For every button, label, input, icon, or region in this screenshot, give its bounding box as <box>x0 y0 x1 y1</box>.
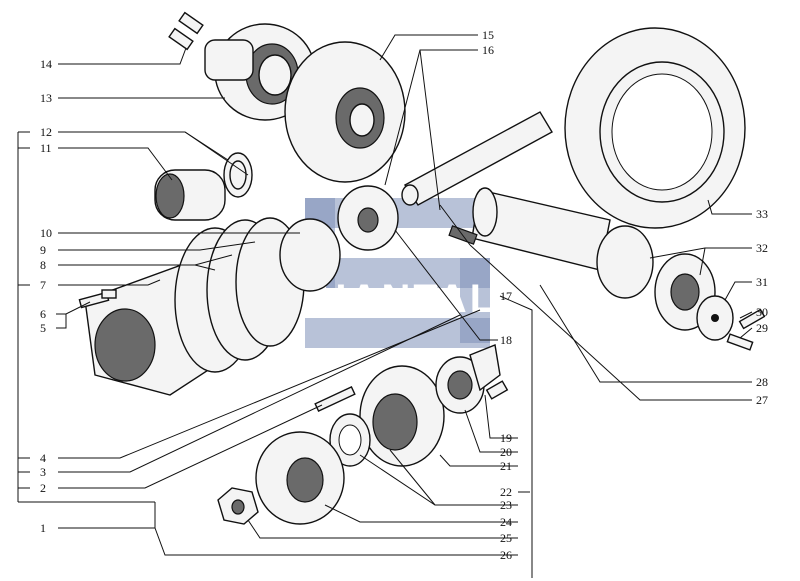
ring-part-23 <box>329 413 371 467</box>
watermark-logo: SHANTAL <box>288 198 494 348</box>
callout-7: 7 <box>40 278 46 292</box>
shaft-part-18 <box>401 111 553 206</box>
callout-15: 15 <box>482 28 494 42</box>
sleeve-part-11 <box>154 169 226 221</box>
ring-gear-part-33 <box>564 27 746 229</box>
flange-part-24 <box>255 431 345 525</box>
pinion-part-16 <box>337 185 399 251</box>
ring-part-12 <box>223 152 253 198</box>
callout-33: 33 <box>756 207 768 221</box>
callout-29: 29 <box>756 321 768 335</box>
callout-21: 21 <box>500 459 512 473</box>
leader-lines <box>17 34 753 578</box>
callout-12: 12 <box>40 125 52 139</box>
callout-2: 2 <box>40 481 46 495</box>
callout-5: 5 <box>40 321 46 335</box>
gear-part-10 <box>279 218 341 292</box>
callout-31: 31 <box>756 275 768 289</box>
callout-1: 1 <box>40 521 46 535</box>
callout-18: 18 <box>500 333 512 347</box>
fork-part-19 <box>469 344 509 400</box>
callout-13: 13 <box>40 91 52 105</box>
nut-part-25 <box>217 487 259 525</box>
washer-part-31 <box>696 295 734 341</box>
callout-labels: 14 13 12 11 10 9 8 7 6 5 4 3 2 1 15 16 1… <box>40 28 768 562</box>
callout-3: 3 <box>40 465 46 479</box>
callout-17: 17 <box>500 289 512 303</box>
callout-32: 32 <box>756 241 768 255</box>
callout-6: 6 <box>40 307 46 321</box>
callout-28: 28 <box>756 375 768 389</box>
bolts-part-29-30 <box>726 308 766 351</box>
callout-4: 4 <box>40 451 46 465</box>
callout-30: 30 <box>756 305 768 319</box>
callout-14: 14 <box>40 57 52 71</box>
callout-11: 11 <box>40 141 52 155</box>
bevel-gear-part-15 <box>284 41 406 183</box>
countershaft-part-28 <box>471 187 611 271</box>
callout-25: 25 <box>500 531 512 545</box>
callout-19: 19 <box>500 431 512 445</box>
seal-part-20 <box>435 356 485 414</box>
callout-27: 27 <box>756 393 768 407</box>
bolts-part-14 <box>168 11 204 51</box>
bolt-part-2 <box>314 385 356 413</box>
callout-16: 16 <box>482 43 494 57</box>
cover-part-21 <box>359 365 445 467</box>
callout-23: 23 <box>500 498 512 512</box>
callout-20: 20 <box>500 445 512 459</box>
callout-26: 26 <box>500 548 512 562</box>
callout-22: 22 <box>500 485 512 499</box>
callout-9: 9 <box>40 243 46 257</box>
callout-10: 10 <box>40 226 52 240</box>
callout-24: 24 <box>500 515 512 529</box>
callout-8: 8 <box>40 258 46 272</box>
